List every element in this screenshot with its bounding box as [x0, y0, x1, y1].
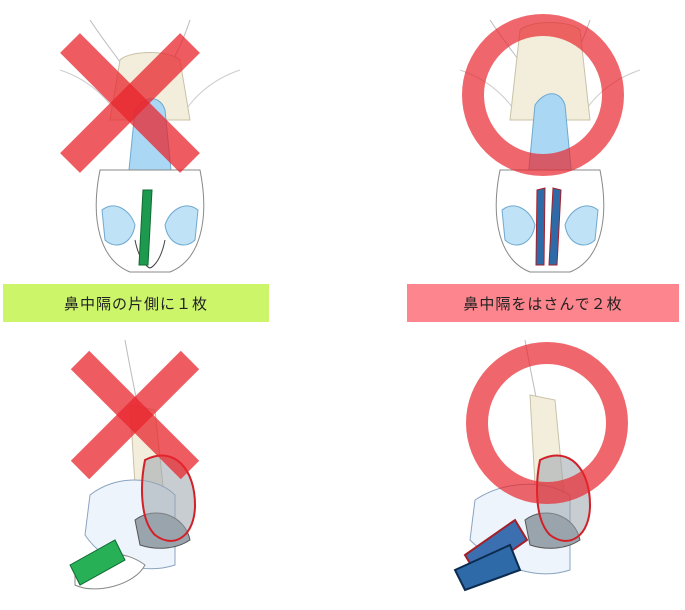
graft-front [453, 543, 522, 592]
circle-mark [462, 14, 624, 176]
circle-mark [466, 342, 628, 504]
cross-mark [60, 33, 200, 173]
label-double-graft: 鼻中隔をはさんで２枚 [407, 284, 679, 322]
graft-green [69, 539, 126, 586]
label-single-graft: 鼻中隔の片側に１枚 [3, 284, 269, 322]
label-double-graft-text: 鼻中隔をはさんで２枚 [463, 294, 623, 313]
cross-mark [70, 350, 200, 480]
graft-right [548, 187, 562, 266]
frontal-nose-illustration-double-graft [459, 19, 641, 273]
label-single-graft-text: 鼻中隔の片側に１枚 [63, 294, 208, 313]
graft-green [138, 189, 153, 266]
lateral-nose-illustration-double-graft [453, 339, 592, 592]
graft-left [535, 187, 546, 266]
